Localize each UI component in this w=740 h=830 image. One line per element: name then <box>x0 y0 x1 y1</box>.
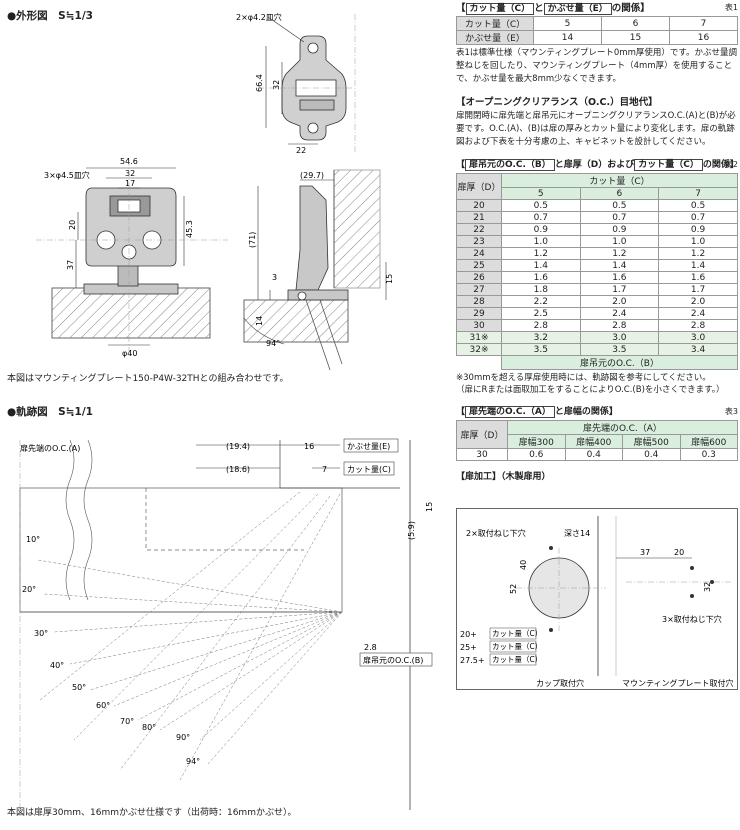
cup-caption: カップ取付穴 <box>536 678 584 688</box>
cut-c-label: カット量(C) <box>347 465 391 474</box>
table1-title: 【カット量（C）とかぶせ量（E）の関係】 表1 <box>456 3 738 15</box>
dim-20: 20 <box>68 220 77 230</box>
table2-note2: （扉にRまたは面取加工をすることによりO.C.(B)を小さくできます。） <box>456 385 725 395</box>
table2-note1: ※30mmを超える厚扉使用時には、軌跡図を参考にしてください。 <box>456 373 711 383</box>
trajectory-drawing <box>19 440 400 613</box>
cut-box-2: カット量（C） <box>492 642 542 651</box>
drawings-canvas: 2×φ4.2皿穴 66.4 32 22 54.6 32 17 3×φ4.5皿穴 … <box>19 12 434 810</box>
dim-453: 45.3 <box>185 220 194 238</box>
angle-40: 40° <box>50 661 64 670</box>
dim-2x42: 2×φ4.2皿穴 <box>236 12 282 22</box>
hinge-side-view <box>243 169 381 371</box>
outline-heading: ●外形図 S≒1/3 <box>7 10 93 22</box>
dim-28: 2.8 <box>364 643 377 652</box>
depth-label: 深さ14 <box>564 529 590 538</box>
oc-b-label: 扉吊元のO.C.(B) <box>363 655 423 665</box>
screw3-label: 3×取付ねじ下穴 <box>662 614 722 624</box>
dim-16: 16 <box>304 442 314 451</box>
angle-60: 60° <box>96 701 110 710</box>
angle-80: 80° <box>142 723 156 732</box>
screw2-label: 2×取付ねじ下穴 <box>466 528 526 538</box>
oc-a-label: 扉先端のO.C.(A) <box>20 443 80 453</box>
dim-15b: 15 <box>425 502 434 512</box>
d37: 37 <box>640 548 650 557</box>
table3-title: 【扉先端のO.C.（A）と扉幅の関係】 表3 <box>456 406 738 418</box>
table2-title: 【扉吊元のO.C.（B）と扉厚（D）およびカット量（C）の関係】 表2 <box>456 159 739 171</box>
trajectory-note: 本図は扉厚30mm、16mmかぶせ仕様です（出荷時：16mmかぶせ）。 <box>7 808 297 818</box>
cut-row-25: 25+ <box>460 643 477 652</box>
dim-40: φ40 <box>122 349 137 358</box>
trajectory-sweeps <box>37 491 343 781</box>
clearance-text: 扉開閉時に扉先端と扉吊元にオープニングクリアランスO.C.(A)と(B)が必要で… <box>456 111 736 147</box>
processing-drawing: 2×取付ねじ下穴 深さ14 40 52 20+ 25+ 27.5+ カット量（C… <box>456 508 738 690</box>
processing-title: 【扉加工】（木製扉用） <box>456 472 551 482</box>
outline-note: 本図はマウンティングプレート150-P4W-32THとの組み合わせです。 <box>7 374 289 384</box>
dim-3x45: 3×φ4.5皿穴 <box>44 170 90 180</box>
d40: 40 <box>519 560 528 570</box>
dim-15a: 15 <box>385 274 394 284</box>
hinge-front-view <box>51 187 211 339</box>
dim-7: 7 <box>322 465 327 474</box>
dim-194: (19.4) <box>226 442 250 451</box>
table2-num: 表2 <box>724 160 738 169</box>
plate-caption: マウンティングプレート取付穴 <box>622 678 734 688</box>
angle-50: 50° <box>72 683 86 692</box>
angle-labels: 10° 20° 30° 40° 50° 60° 70° 80° 90° 94° <box>22 535 200 766</box>
dim-17: 17 <box>125 179 135 188</box>
dim-186: (18.6) <box>226 465 250 474</box>
d20: 20 <box>674 548 684 557</box>
cut-box-1: カット量（C） <box>492 629 542 638</box>
clearance-title: 【オープニングクリアランス（O.C.）目地代】 <box>456 97 658 108</box>
cut-box-3: カット量（C） <box>492 655 542 664</box>
dim-297: (29.7) <box>300 171 324 180</box>
table3-num: 表3 <box>724 407 738 416</box>
dim-14: 14 <box>255 316 264 326</box>
angle-94: 94° <box>186 757 200 766</box>
trajectory-heading: ●軌跡図 S≒1/1 <box>7 406 93 418</box>
dim-32b: 32 <box>125 169 135 178</box>
angle-70: 70° <box>120 717 134 726</box>
angle-20: 20° <box>22 585 36 594</box>
table1-num: 表1 <box>724 3 738 12</box>
angle-10: 10° <box>26 535 40 544</box>
d32: 32 <box>703 582 712 592</box>
cut-row-275: 27.5+ <box>460 656 485 665</box>
dim-22: 22 <box>296 146 306 155</box>
cut-row-20: 20+ <box>460 630 477 639</box>
table1-note: 表1は標準仕様（マウンティングプレート0mm厚使用）です。かぶせ量調整ねじを回し… <box>456 48 738 84</box>
dim-94a: 94° <box>266 339 280 348</box>
dim-664: 66.4 <box>255 74 264 92</box>
cover-e-label: かぶせ量(E) <box>347 442 390 451</box>
dim-3: 3 <box>272 273 277 282</box>
dim-37: 37 <box>66 260 75 270</box>
dim-59: (5.9) <box>407 521 416 540</box>
dim-32a: 32 <box>272 80 281 90</box>
angle-90: 90° <box>176 733 190 742</box>
angle-30: 30° <box>34 629 48 638</box>
dim-71: (71) <box>248 232 257 248</box>
d52: 52 <box>509 584 518 594</box>
